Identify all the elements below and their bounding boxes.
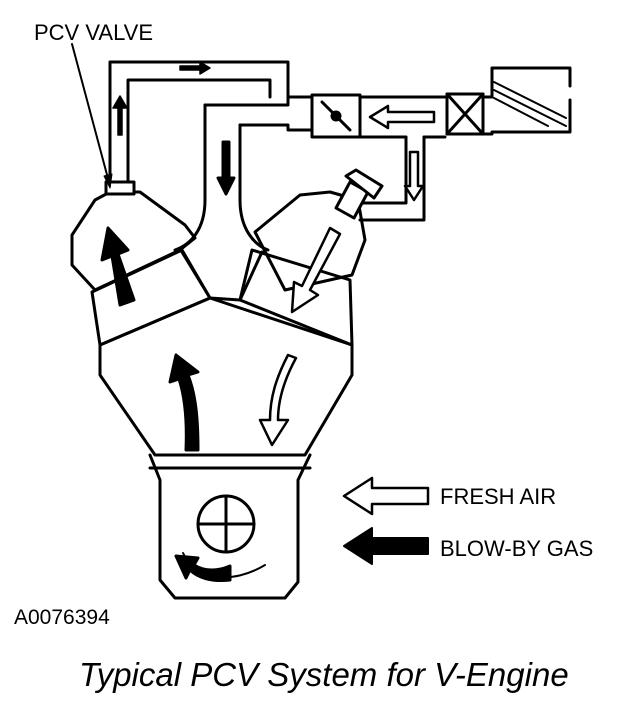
crankcase	[148, 453, 312, 600]
blowby-arrow-hose-right	[179, 61, 211, 75]
pcv-valve-label: PCV VALVE	[34, 20, 154, 45]
blowby-arrow-up-left	[168, 353, 200, 452]
air-cleaner-housing	[481, 66, 572, 136]
figure-caption: Typical PCV System for V-Engine	[79, 656, 569, 693]
fresh-air-arrows	[258, 104, 436, 516]
blowby-arrow-hose-up	[112, 95, 128, 136]
legend-blow-by-arrow	[343, 527, 429, 565]
oil-filler-cap-icon	[334, 168, 384, 220]
block-body	[98, 296, 354, 457]
air-filter-icon	[445, 92, 485, 136]
pcv-hose	[108, 60, 290, 194]
legend-fresh-air-label: FRESH AIR	[440, 484, 557, 509]
blow-by-arrows	[100, 61, 236, 582]
left-valve-cover	[70, 190, 197, 292]
intake-manifold	[173, 103, 270, 252]
intake-duct	[203, 66, 572, 222]
pcv-label-leader-arrowhead	[103, 173, 113, 189]
valley	[180, 250, 264, 302]
blowby-arrow-manifold	[216, 140, 236, 196]
blowby-arrow-left-cover	[100, 226, 136, 307]
legend-fresh-air-arrow	[342, 476, 430, 516]
freshair-arrow-duct	[368, 104, 436, 130]
freshair-arrow-right-cover	[290, 226, 342, 314]
freshair-arrow-hose-down	[403, 150, 425, 202]
blowby-arrow-crank	[174, 554, 232, 582]
pcv-label-leader	[71, 43, 111, 187]
pcv-valve-icon	[104, 180, 136, 196]
freshair-arrow-down-right	[258, 353, 298, 447]
left-cylinder-head	[90, 248, 212, 347]
legend-blow-by-gas-label: BLOW-BY GAS	[440, 536, 594, 561]
figure-id: A0076394	[14, 606, 110, 629]
crankshaft-icon	[196, 494, 256, 554]
